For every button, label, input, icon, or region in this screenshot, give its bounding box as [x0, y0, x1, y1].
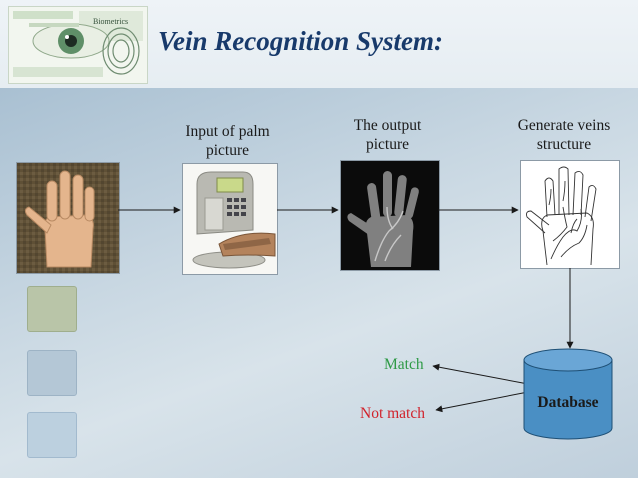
palm-scanner-image — [182, 163, 278, 275]
match-label: Match — [384, 356, 424, 373]
decorative-square — [27, 286, 77, 332]
palm-image — [16, 162, 120, 274]
veins-structure-image — [520, 160, 620, 269]
step-label-output: The output picture — [353, 117, 422, 153]
database-label: Database — [537, 394, 599, 411]
logo-caption: Biometrics — [93, 17, 129, 26]
not-match-label: Not match — [360, 405, 425, 422]
output-palm-image — [340, 160, 440, 271]
slide-title: Vein Recognition System: — [158, 26, 444, 56]
decorative-square — [27, 350, 77, 396]
step-label-veins: Generate veins structure — [517, 117, 611, 153]
database-cylinder — [523, 348, 613, 440]
biometrics-logo: Biometrics — [8, 6, 148, 84]
step-label-input: Input of palm picture — [185, 123, 270, 159]
decorative-square — [27, 412, 77, 458]
